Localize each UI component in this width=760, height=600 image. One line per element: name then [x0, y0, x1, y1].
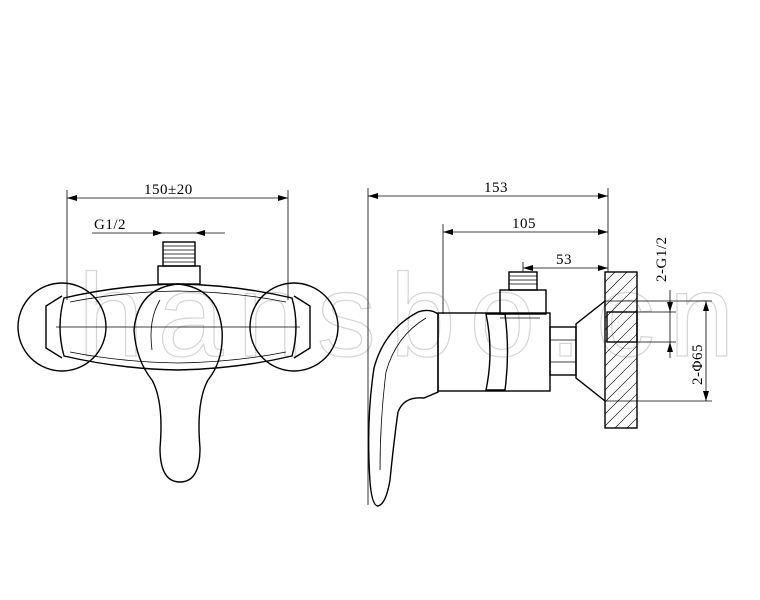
watermark: hansbo.cn: [78, 250, 749, 382]
side-dimensions: 153 105 53 2-G1/2 2-Φ65: [367, 180, 712, 505]
inlet-depth-label: 53: [556, 252, 572, 268]
body-depth-label: 105: [512, 216, 536, 232]
side-handle-highlight: [379, 317, 427, 471]
depth105-arrow-right: [598, 229, 608, 235]
depth153-arrow-left: [368, 193, 378, 199]
width-arrow-left: [67, 195, 77, 201]
inlet-thread-lines: [163, 245, 195, 263]
lever-handle: [133, 283, 223, 483]
depth153-arrow-right: [598, 193, 608, 199]
wall-hatching: [604, 271, 638, 429]
body-recess: [485, 313, 509, 391]
body-highlight-top: [69, 290, 287, 303]
side-inlet-thread-lines: [509, 275, 537, 285]
wall-thread-label: 2-G1/2: [654, 237, 670, 283]
side-view: [367, 271, 638, 507]
wall-section: [604, 271, 638, 429]
side-handle: [367, 309, 439, 507]
g12-arrow-bottom: [667, 342, 673, 352]
g12-arrow-left: [153, 230, 163, 236]
g12-arrow-top: [667, 302, 673, 312]
depth105-arrow-left: [443, 229, 453, 235]
phi65-arrow-top: [703, 301, 709, 311]
overall-width-label: 150±20: [144, 182, 193, 198]
depth53-arrow-left: [523, 265, 533, 271]
phi65-arrow-bottom: [703, 391, 709, 401]
overall-depth-label: 153: [484, 180, 508, 196]
right-end-nut: [293, 295, 311, 359]
handle-highlight: [150, 299, 161, 351]
flange-diameter-label: 2-Φ65: [690, 344, 706, 385]
width-arrow-right: [278, 195, 288, 201]
depth53-arrow-right: [598, 265, 608, 271]
body-highlight-bottom: [69, 351, 287, 364]
g12-arrow-right: [195, 230, 205, 236]
left-end-nut: [45, 295, 63, 359]
front-view: [17, 241, 339, 483]
wall-pipe: [606, 311, 638, 343]
inlet-thread-label: G1/2: [94, 217, 126, 233]
front-dimensions: 150±20 G1/2: [66, 182, 289, 300]
